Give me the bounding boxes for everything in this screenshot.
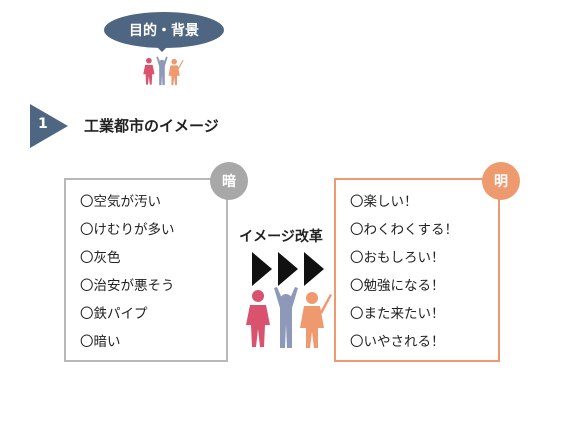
section-title: 工業都市のイメージ bbox=[84, 117, 219, 135]
person-orange-icon bbox=[300, 292, 332, 348]
arrow-right-icon bbox=[278, 252, 298, 286]
bright-image-panel: 〇楽しい！ 〇わくわくする！ 〇おもしろい！ 〇勉強になる！ 〇また来たい！ 〇… bbox=[334, 178, 500, 362]
triple-arrow-icon bbox=[252, 252, 324, 286]
list-item: 〇けむりが多い bbox=[80, 222, 175, 238]
list-item: 〇治安が悪そう bbox=[80, 278, 175, 294]
bright-badge-label: 明 bbox=[494, 174, 508, 190]
dark-image-panel: 〇空気が汚い 〇けむりが多い 〇灰色 〇治安が悪そう 〇鉄パイプ 〇暗い bbox=[64, 178, 228, 362]
list-item: 〇また来たい！ bbox=[350, 306, 445, 322]
person-pink-icon bbox=[143, 57, 155, 85]
dark-image-list: 〇空気が汚い 〇けむりが多い 〇灰色 〇治安が悪そう 〇鉄パイプ 〇暗い bbox=[66, 180, 226, 356]
image-reform-label: イメージ改革 bbox=[239, 229, 323, 245]
person-blue-icon bbox=[156, 56, 168, 86]
three-people-icon bbox=[143, 56, 184, 86]
list-item: 〇楽しい！ bbox=[350, 194, 418, 210]
header-bubble-tail bbox=[156, 46, 168, 52]
list-item: 〇勉強になる！ bbox=[350, 278, 445, 294]
list-item: 〇わくわくする！ bbox=[350, 222, 458, 238]
dark-badge: 暗 bbox=[210, 162, 248, 200]
list-item: 〇暗い bbox=[80, 334, 121, 350]
person-orange-icon bbox=[168, 58, 184, 86]
bright-badge: 明 bbox=[482, 162, 520, 200]
section-marker bbox=[30, 104, 68, 148]
list-item: 〇おもしろい！ bbox=[350, 250, 445, 266]
arrow-right-icon bbox=[304, 252, 324, 286]
header-bubble: 目的・背景 bbox=[104, 12, 224, 48]
section-number: 1 bbox=[38, 116, 48, 132]
person-blue-icon bbox=[274, 287, 298, 348]
list-item: 〇空気が汚い bbox=[80, 194, 161, 210]
arrow-right-icon bbox=[252, 252, 272, 286]
header-bubble-label: 目的・背景 bbox=[129, 23, 199, 39]
list-item: 〇鉄パイプ bbox=[80, 306, 148, 322]
list-item: 〇灰色 bbox=[80, 250, 121, 266]
bright-image-list: 〇楽しい！ 〇わくわくする！ 〇おもしろい！ 〇勉強になる！ 〇また来たい！ 〇… bbox=[336, 180, 498, 356]
person-pink-icon bbox=[246, 290, 270, 347]
list-item: 〇いやされる！ bbox=[350, 334, 445, 350]
dark-badge-label: 暗 bbox=[222, 174, 236, 190]
three-people-icon bbox=[246, 287, 332, 348]
